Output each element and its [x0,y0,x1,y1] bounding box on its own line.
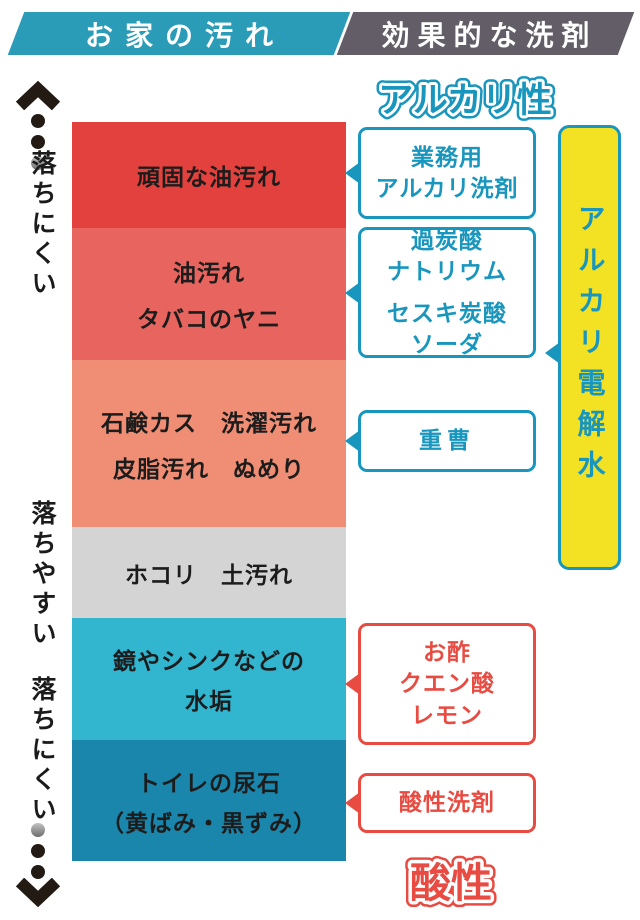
dot-icon [31,844,45,858]
stain-block-dust: ホコリ 土汚れ [72,527,346,618]
fade-dots-bottom [31,823,45,879]
left-arrow-icon [545,342,560,364]
detergent-label: レモン [411,701,483,728]
detergent-box-vinegar-citric: お酢 クエン酸 レモン [345,623,536,745]
detergent-label: ソーダ [411,330,483,357]
detergent-label: アルカリ洗剤 [375,175,519,201]
dot-icon [31,114,45,128]
scale-label-hard-bottom: 落ちにくい [28,676,56,826]
stain-label: 油汚れ [173,260,245,286]
stain-block-soap-scum: 石鹸カス 洗濯汚れ 皮脂汚れ ぬめり [72,360,346,527]
stain-block-limescale: 鏡やシンクなどの 水垢 [72,618,346,740]
scale-label-hard-top: 落ちにくい [28,150,56,300]
left-arrow-icon [345,673,360,695]
svg-text:アルカリ性: アルカリ性 [378,81,552,120]
detergent-label: クエン酸 [399,670,495,697]
left-arrow-icon [345,792,360,814]
dot-icon [31,156,45,170]
stain-block-oil-tar: 油汚れ タバコのヤニ [72,228,346,360]
stain-label: 頑固な油汚れ [137,164,281,190]
alkaline-water-bar: アルカリ電解水 [545,125,621,570]
left-arrow-icon [345,162,360,184]
detergent-label: お酢 [423,639,471,666]
detergent-label: 酸性洗剤 [399,789,495,816]
alkaline-water-label: アルカリ電解水 [574,204,606,491]
header-right-title: 効果的な洗剤 [381,19,598,51]
dot-icon [31,135,45,149]
stain-block-stubborn-oil: 頑固な油汚れ [72,122,346,228]
left-arrow-icon [345,430,360,452]
chevron-down-icon [15,878,61,908]
svg-text:酸性: 酸性 [410,860,492,906]
detergent-box-baking-soda: 重曹 [345,410,536,472]
stain-label: 水垢 [185,688,233,714]
alkaline-title: アルカリ性 アルカリ性 [373,76,558,125]
stain-label: 石鹸カス 洗濯汚れ [101,409,317,436]
fade-dots-top [31,114,45,170]
detergent-label: 過炭酸 [411,227,483,254]
detergent-box-percarbonate: 過炭酸 ナトリウム セスキ炭酸 ソーダ [345,227,536,358]
detergent-box-alkaline-cleaner: 業務用 アルカリ洗剤 [345,127,536,219]
stain-label: トイレの尿石 [137,769,281,796]
stain-block-urine-scale: トイレの尿石 （黄ばみ・黒ずみ） [72,740,346,861]
stain-label: （黄ばみ・黒ずみ） [101,809,317,836]
detergent-box-acid-cleaner: 酸性洗剤 [345,773,536,833]
left-arrow-icon [345,281,360,304]
header-left-title: お家の汚れ [84,19,285,51]
scale-label-easy: 落ちやすい [28,500,56,650]
detergent-label: 業務用 [411,143,483,170]
svg-text:酸性: 酸性 [410,860,492,906]
stain-label: ホコリ 土汚れ [125,561,293,588]
stain-label: タバコのヤニ [137,306,281,332]
detergent-label: セスキ炭酸 [387,299,507,326]
detergent-label: ナトリウム [387,258,507,285]
dot-icon [31,865,45,879]
dot-icon [31,823,45,837]
acid-title: 酸性 酸性 [404,854,498,912]
stain-label: 鏡やシンクなどの [113,648,305,674]
chevron-up-icon [15,80,61,110]
detergent-label: 重曹 [419,427,475,454]
stain-label: 皮脂汚れ ぬめり [113,455,305,482]
svg-text:アルカリ性: アルカリ性 [378,81,552,120]
